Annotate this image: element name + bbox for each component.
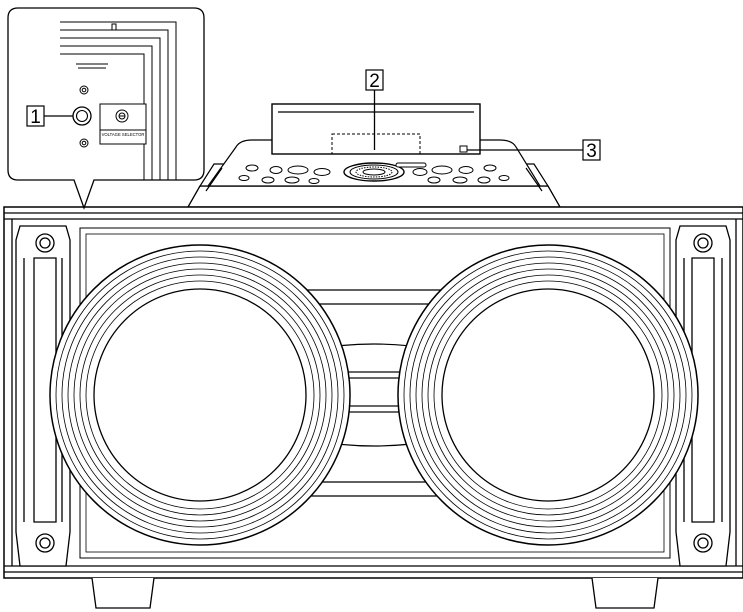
- callout-1-label: 1: [30, 107, 41, 128]
- voltage-selector-label: VOLTAGE SELECTOR: [102, 132, 145, 137]
- right-handle: [675, 225, 731, 567]
- rear-panel-inset: VOLTAGE SELECTOR: [7, 7, 205, 210]
- callout-2-label: 2: [369, 71, 380, 92]
- callout-3: 3: [467, 139, 601, 162]
- left-woofer: [49, 244, 351, 546]
- callout-3-label: 3: [586, 141, 597, 162]
- callout-1: 1: [26, 105, 73, 128]
- indicator-icon: [459, 145, 468, 153]
- callout-2: 2: [365, 69, 384, 150]
- speaker-feet: [91, 577, 659, 609]
- control-buttons: [238, 162, 510, 184]
- volume-dial: [343, 162, 405, 182]
- left-handle: [15, 225, 71, 567]
- right-woofer: [397, 244, 699, 546]
